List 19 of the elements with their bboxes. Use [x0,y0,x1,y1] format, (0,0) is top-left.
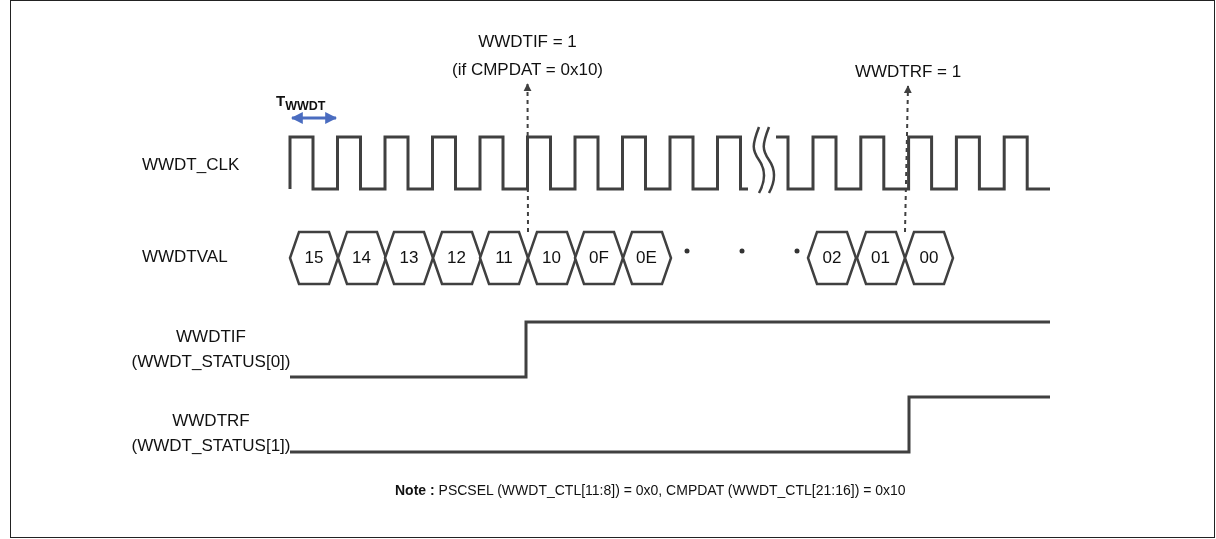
value-hexagon: 13 [385,232,433,284]
signal-name: WWDTRF (WWDT_STATUS[1]) [130,410,292,457]
period-label: T$_{WWDT}$ [276,92,327,113]
value-hexagon: 01 [856,232,905,284]
value-hexagon: 11 [480,232,528,284]
note-text: Note : PSCSEL (WWDT_CTL[11:8]) = 0x0, CMPDAT (WWDT_CTL[21:16]) = 0x10 [395,482,907,498]
value-hexagon: 12 [432,232,481,284]
value-hexagon: 14 [337,232,386,284]
value-hexagon: 00 [905,232,953,284]
signal-name: WWDTIF (WWDT_STATUS[0]) [130,326,292,373]
value-hexagon: 10 [527,232,576,284]
signal-name: WWDTVAL [141,247,229,267]
value-hexagon: 0F [575,232,623,284]
value-hexagon: 15 [290,232,338,284]
annotation-text: WWDTRF = 1 [850,58,966,86]
value-hexagon: 02 [808,232,856,284]
value-hexagon: 0E [622,232,671,284]
signal-name: WWDT_CLK [141,155,241,175]
annotation-text: WWDTIF = 1 (if CMPDAT = 0x10) [440,28,615,84]
